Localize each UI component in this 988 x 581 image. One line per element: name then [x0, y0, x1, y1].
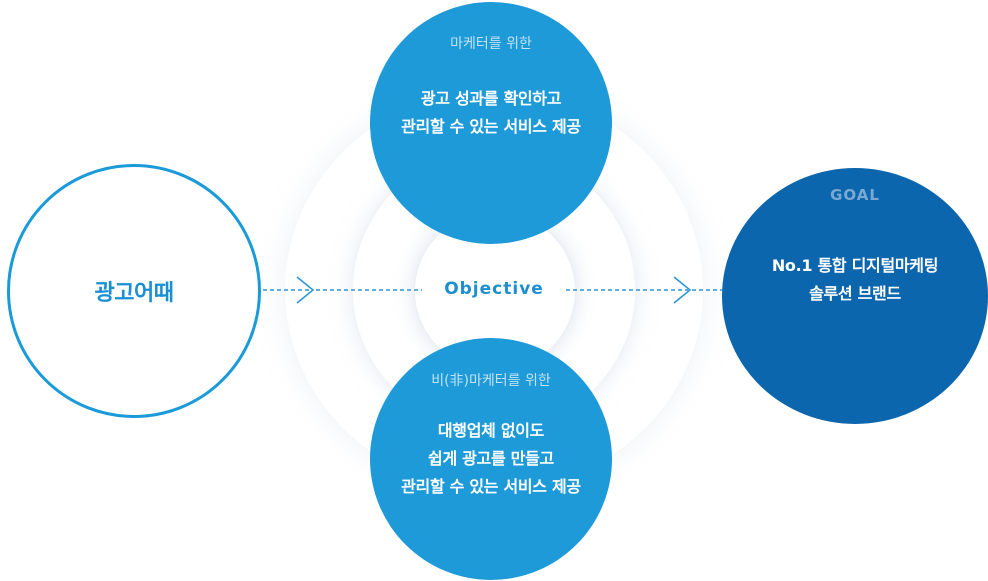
non-marketer-line: 쉽게 광고를 만들고 [428, 449, 554, 468]
goal-line: No.1 통합 디지털마케팅 [771, 256, 939, 275]
marketer-line: 광고 성과를 확인하고 [420, 89, 562, 108]
goal-circle: GOAL No.1 통합 디지털마케팅 솔루션 브랜드 [722, 168, 988, 424]
marketer-description: 광고 성과를 확인하고 관리할 수 있는 서비스 제공 [401, 85, 581, 141]
brand-circle: 광고어때 [7, 164, 261, 418]
goal-description: No.1 통합 디지털마케팅 솔루션 브랜드 [771, 252, 939, 308]
chevron-right-icon [296, 276, 315, 304]
objective-label: Objective [444, 279, 544, 299]
non-marketer-description: 대행업체 없이도 쉽게 광고를 만들고 관리할 수 있는 서비스 제공 [401, 417, 581, 501]
marketer-circle: 마케터를 위한 광고 성과를 확인하고 관리할 수 있는 서비스 제공 [370, 2, 612, 244]
non-marketer-line: 관리할 수 있는 서비스 제공 [401, 477, 581, 496]
goal-label: GOAL [830, 186, 880, 204]
non-marketer-circle: 비(非)마케터를 위한 대행업체 없이도 쉽게 광고를 만들고 관리할 수 있는… [370, 338, 612, 580]
non-marketer-sub-label: 비(非)마케터를 위한 [431, 373, 551, 389]
brand-label: 광고어때 [94, 281, 174, 306]
chevron-right-icon [673, 276, 692, 304]
marketer-sub-label: 마케터를 위한 [450, 36, 532, 52]
non-marketer-line: 대행업체 없이도 [437, 421, 545, 440]
goal-line: 솔루션 브랜드 [809, 284, 901, 303]
marketer-line: 관리할 수 있는 서비스 제공 [401, 117, 581, 136]
